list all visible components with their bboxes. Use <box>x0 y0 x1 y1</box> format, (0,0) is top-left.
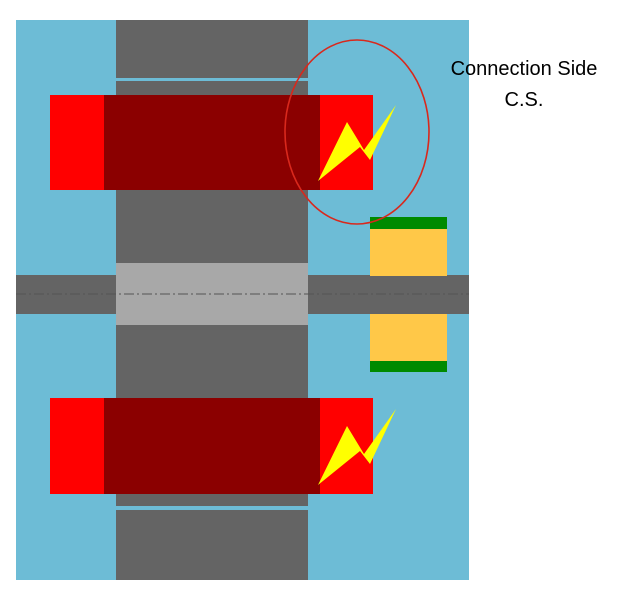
bearing-seal-top <box>370 217 447 229</box>
lightning-icon <box>318 105 396 181</box>
stator-bottom <box>116 510 308 580</box>
coil-top-left-end <box>50 95 104 190</box>
coil-bottom-left-end <box>50 398 104 494</box>
stator-top <box>116 20 308 78</box>
bearing-bottom <box>370 314 447 361</box>
lightning-icon <box>318 409 396 485</box>
coil-bottom-body <box>104 398 320 494</box>
bearing-top <box>370 229 447 276</box>
bearing-seal-bottom <box>370 361 447 372</box>
connection-side-abbreviation: C.S. <box>504 89 544 111</box>
highlight-circle <box>284 39 430 225</box>
connection-side-label: Connection Side <box>450 58 598 80</box>
coil-top-body <box>104 95 320 190</box>
